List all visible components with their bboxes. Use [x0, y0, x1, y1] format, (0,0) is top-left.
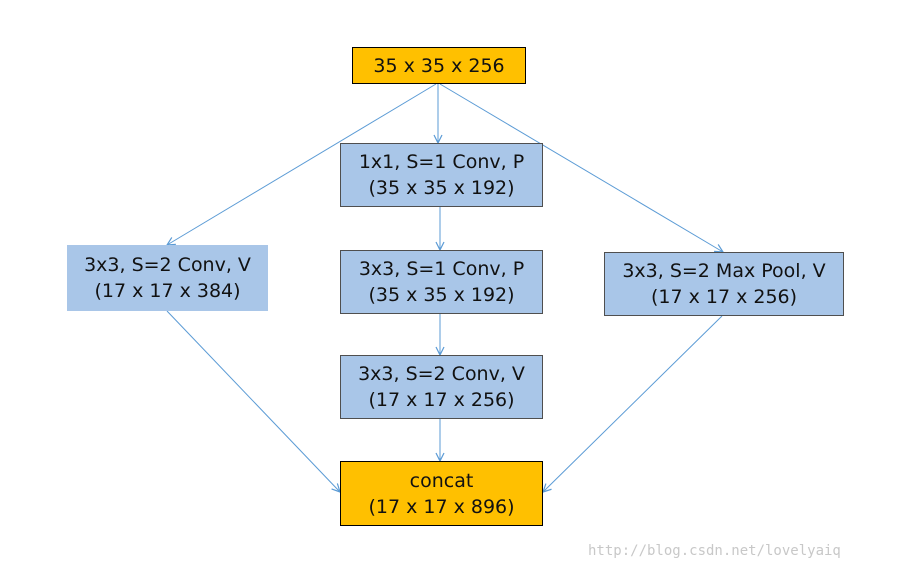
node-conv3x3-s2-left-shape: (17 x 17 x 384) — [94, 280, 241, 302]
node-concat-op: concat — [409, 469, 474, 492]
node-conv1x1-shape: (35 x 35 x 192) — [368, 177, 515, 199]
node-conv3x3-s2-mid-op: 3x3, S=2 Conv, V — [358, 363, 525, 385]
node-maxpool-shape: (17 x 17 x 256) — [650, 286, 798, 308]
edge-input-to-maxpool — [439, 83, 723, 252]
watermark-url: http://blog.csdn.net/lovelyaiq — [588, 543, 841, 559]
node-conv3x3-s2-left-op: 3x3, S=2 Conv, V — [84, 254, 251, 276]
edge-left-conv-to-concat — [166, 310, 340, 492]
node-conv3x3-s2-left: 3x3, S=2 Conv, V (17 x 17 x 384) — [67, 245, 268, 311]
edge-input-to-left-conv — [167, 83, 437, 245]
edge-maxpool-to-concat — [543, 315, 723, 492]
node-input: 35 x 35 x 256 — [352, 47, 526, 84]
node-conv3x3-s2-mid: 3x3, S=2 Conv, V (17 x 17 x 256) — [340, 355, 543, 419]
node-conv3x3-s1: 3x3, S=1 Conv, P (35 x 35 x 192) — [340, 250, 543, 314]
node-conv3x3-s1-shape: (35 x 35 x 192) — [368, 284, 515, 306]
node-input-label: 35 x 35 x 256 — [373, 54, 505, 77]
node-conv1x1-op: 1x1, S=1 Conv, P — [358, 151, 525, 173]
node-concat-shape: (17 x 17 x 896) — [368, 495, 515, 518]
node-maxpool: 3x3, S=2 Max Pool, V (17 x 17 x 256) — [604, 252, 844, 316]
node-maxpool-op: 3x3, S=2 Max Pool, V — [622, 260, 826, 282]
node-conv3x3-s1-op: 3x3, S=1 Conv, P — [358, 258, 525, 280]
node-conv1x1: 1x1, S=1 Conv, P (35 x 35 x 192) — [340, 143, 543, 207]
node-conv3x3-s2-mid-shape: (17 x 17 x 256) — [368, 389, 515, 411]
node-concat: concat (17 x 17 x 896) — [340, 461, 543, 526]
